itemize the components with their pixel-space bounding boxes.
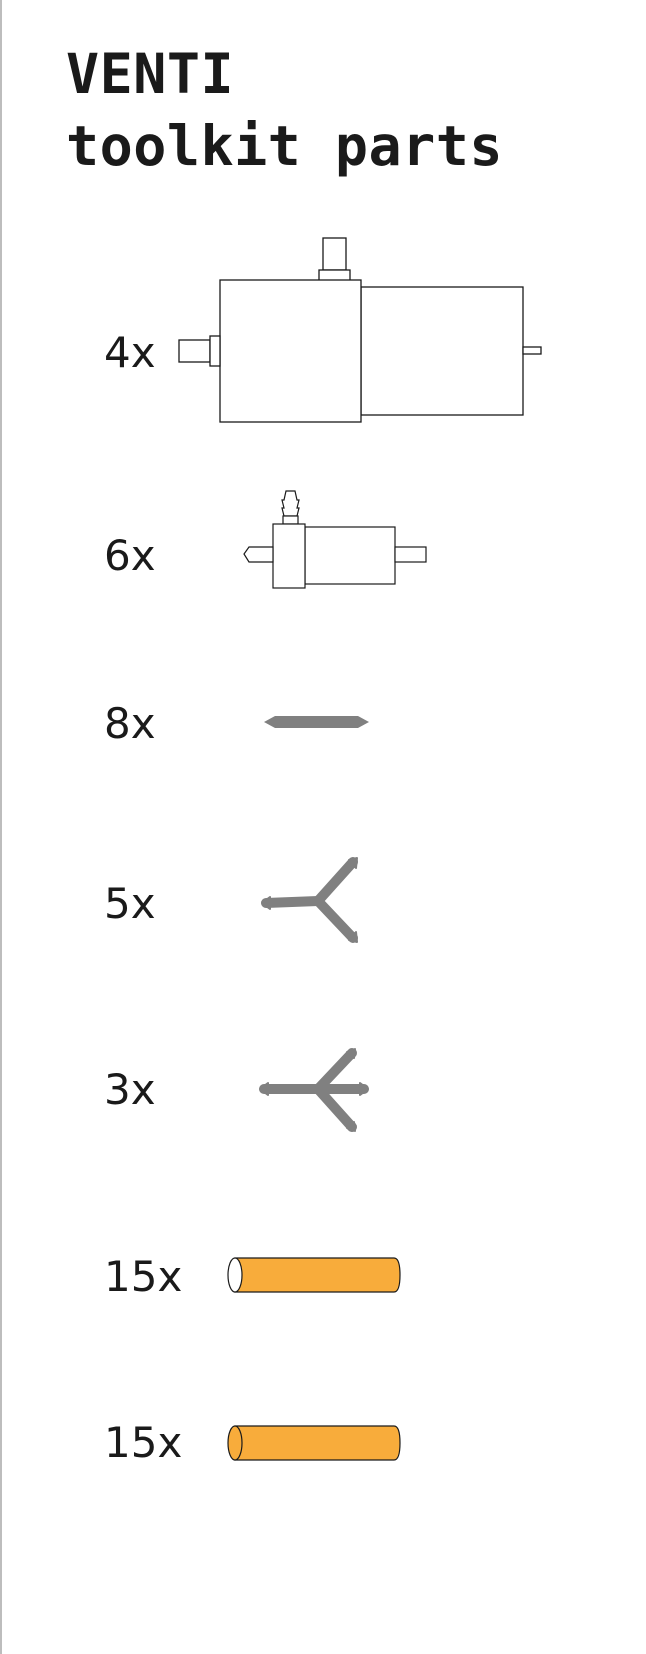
y-connector-icon: [261, 857, 358, 943]
page-title: VENTI toolkit parts: [66, 38, 503, 182]
title-line-2: toolkit parts: [66, 114, 503, 178]
part-quantity: 3x: [104, 1065, 156, 1114]
part-quantity: 15x: [104, 1418, 183, 1467]
part-quantity: 15x: [104, 1252, 183, 1301]
small-valve-icon: [243, 490, 427, 589]
orange-tube-solid-end-icon: [227, 1425, 401, 1461]
page-edge-line: [0, 0, 2, 1654]
straight-connector-icon: [264, 716, 369, 728]
orange-tube-icon: [227, 1257, 401, 1293]
part-quantity: 4x: [104, 328, 156, 377]
part-quantity: 6x: [104, 531, 156, 580]
large-valve-icon: [178, 237, 542, 423]
title-line-1: VENTI: [66, 42, 235, 106]
part-quantity: 5x: [104, 879, 156, 928]
part-quantity: 8x: [104, 699, 156, 748]
cross-connector-icon: [259, 1048, 369, 1132]
